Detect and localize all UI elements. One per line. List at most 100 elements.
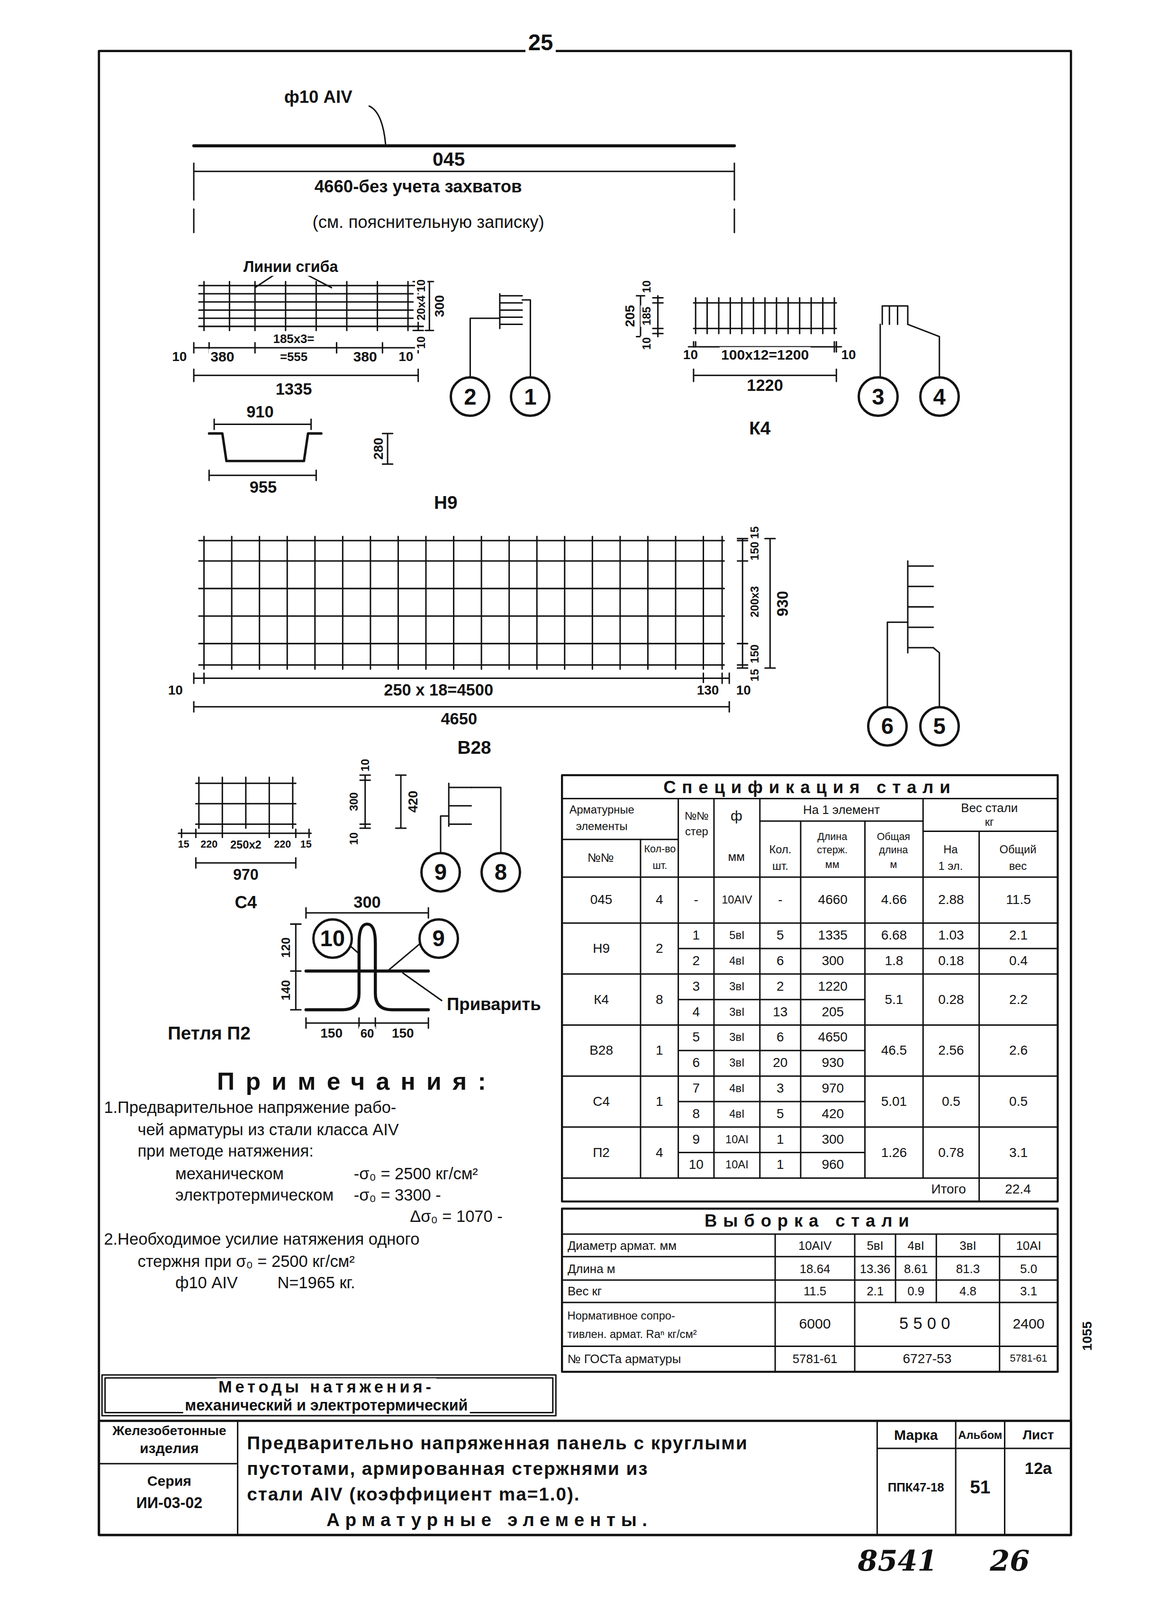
table-cell: 4вI [727,1107,746,1121]
table-cell: 4.66 [879,892,909,907]
table-header: Длина [816,831,849,844]
table-cell: 5.01 [879,1094,909,1110]
callout-circle: 5 [919,705,960,747]
table-cell: 5 [690,1030,702,1045]
table-cell: 2.56 [936,1043,966,1058]
table-cell: 5781-61 [791,1351,840,1365]
table-cell: 0.5 [1007,1094,1030,1110]
table-header: №№ [586,850,616,865]
table-cell: В28 [587,1043,615,1058]
dimension-label: 10 [166,683,185,698]
table-cell: 11.5 [802,1284,829,1298]
table-cell: 2.1 [1007,928,1030,943]
archive-number: 1055 [1079,1319,1095,1353]
bar-mark: ф10 АIV [281,87,355,107]
table-cell: 2 [654,941,665,957]
callout-circle: 3 [857,376,899,417]
table-header: м [888,859,899,871]
dimension-label: 10 [839,347,858,363]
callout-number: 9 [432,927,445,950]
dimension-label: 220 [272,839,293,851]
table-cell: 4вI [905,1238,926,1252]
table-cell: 5 [775,928,786,943]
table-cell: 7 [690,1081,702,1096]
callout-number: 3 [871,385,885,408]
dimension-label: 60 [359,1026,376,1040]
note-text: при методе натяжения: [135,1142,316,1161]
table-cell: 2 [775,978,786,994]
table-cell: 1 [775,1131,786,1147]
table-cell: 2.88 [936,892,966,907]
title-block-text: ППК47-18 [886,1480,946,1494]
dimension-label: 300 [351,893,383,912]
callout-number: 4 [933,385,946,408]
title-block-text: пустотами, армированная стержнями из [244,1458,651,1480]
table-cell: 3.1 [1007,1145,1030,1160]
note-text: 2.Необходимое усилие натяжения одного [101,1230,422,1249]
table-cell: 5781-61 [1008,1353,1049,1365]
table-cell: К4 [592,992,611,1007]
callout-circle: 9 [418,918,460,959]
table-title: Выборка стали [702,1211,918,1231]
dimension-label: 300 [432,293,447,319]
table-title: Спецификация стали [661,777,959,797]
annotation: Приварить [444,994,543,1014]
table-cell: 6 [690,1055,702,1071]
title-block-text: Лист [1021,1428,1056,1443]
table-header: длина [877,845,910,857]
note-text: электротермическом [173,1186,336,1205]
table-cell: 5500 [897,1314,958,1333]
table-cell: 4вI [727,1082,746,1095]
part-mark: 045 [430,148,468,170]
note-text: N=1965 кг. [275,1274,357,1293]
table-cell: 9 [690,1131,702,1147]
dimension-label: 250х2 [228,838,263,851]
dimension-label: 140 [279,978,293,1003]
table-cell: 5вI [865,1238,885,1252]
note-text: (см. пояснительную записку) [310,212,547,232]
table-cell: 0.9 [905,1284,926,1298]
table-cell: 420 [820,1106,846,1121]
table-header: Арматурные [568,803,636,816]
table-cell: 4 [654,892,665,907]
table-header: шт. [651,860,669,872]
dimension-label: 150 [390,1025,416,1041]
callout-circle: 6 [867,705,908,747]
title-block-text: Альбом [957,1428,1004,1442]
dimension-label: 970 [231,866,261,884]
dimension-label: =555 [278,350,309,364]
table-cell: 1.26 [879,1145,909,1160]
table-cell: 5.1 [883,992,905,1007]
table-cell: Итого [929,1182,968,1197]
dimension-label: 150 [748,540,761,562]
table-cell: П2 [591,1145,612,1160]
title-block-text: ИИ-03-02 [134,1494,205,1512]
dimension-label: 220 [199,839,219,851]
table-cell: 13.36 [858,1262,893,1276]
box-text: Методы натяжения- [216,1378,437,1397]
note-text: Δσ₀ = 1070 - [407,1207,505,1226]
table-cell: 10AI [723,1158,750,1171]
note-text: ф10 АIV [173,1274,240,1293]
table-cell: 10AI [1014,1238,1043,1252]
table-cell: 0.28 [936,992,966,1007]
title-block-text: Арматурные элементы. [324,1509,655,1530]
handwritten-number: 8541 [854,1545,941,1577]
notes-heading: Примечания: [214,1067,500,1095]
box-text: механический и электротермический [182,1397,470,1415]
callout-number: 5 [933,714,946,738]
dimension-label: 10 [359,757,372,773]
table-cell: 81.3 [954,1262,982,1276]
table-cell: 2.6 [1007,1043,1030,1058]
table-cell: 045 [588,892,614,907]
table-cell: 0.18 [936,953,966,969]
dimension-label: 120 [279,935,293,959]
table-cell: 4650 [816,1030,850,1045]
table-cell: 5 [775,1106,786,1121]
table-cell: 4вI [727,954,746,968]
table-cell: 0.78 [936,1145,966,1160]
table-cell: 300 [820,1131,846,1147]
callout-circle: 4 [919,376,960,417]
table-header: стер [683,824,710,838]
